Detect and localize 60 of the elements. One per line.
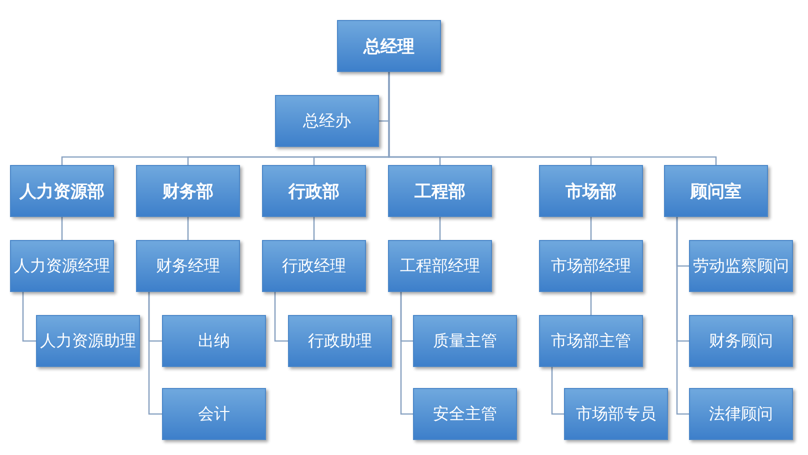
org-label: 总经理 (364, 36, 414, 58)
connector-line (400, 292, 413, 415)
org-box (689, 315, 793, 367)
connector-line (551, 367, 564, 415)
org-label: 出纳 (198, 330, 230, 352)
org-box (413, 315, 517, 367)
connector-line (590, 217, 592, 240)
org-label: 会计 (198, 404, 230, 424)
org-box (388, 240, 492, 292)
org-box (10, 240, 114, 292)
org-box (162, 315, 266, 367)
connector-line (313, 217, 315, 240)
org-label: 顾问室 (690, 180, 742, 202)
org-label: 法律顾问 (709, 404, 773, 424)
org-box (36, 315, 140, 367)
connector-line (676, 217, 689, 415)
org-label: 财务部 (162, 180, 214, 202)
org-box (539, 240, 643, 292)
org-box (262, 240, 366, 292)
org-label: 工程部经理 (400, 256, 480, 276)
org-box (10, 165, 114, 217)
connector-line (61, 217, 63, 240)
org-label: 行政经理 (282, 256, 346, 276)
connector-line (274, 292, 288, 342)
org-box (664, 165, 768, 217)
org-label: 市场部经理 (551, 256, 631, 276)
connector-line (187, 217, 189, 240)
org-label: 劳动监察顾问 (693, 256, 789, 276)
org-label: 财务经理 (156, 256, 220, 276)
org-label: 人力资源助理 (40, 330, 136, 352)
org-box (564, 388, 668, 440)
org-label: 人力资源经理 (14, 256, 110, 276)
connector-line (148, 292, 162, 415)
connector-line (590, 292, 592, 315)
org-box (136, 165, 240, 217)
org-label: 工程部 (414, 180, 466, 202)
org-box (413, 388, 517, 440)
org-label: 市场部专员 (576, 404, 656, 424)
org-label: 质量主管 (433, 330, 497, 352)
org-label: 行政助理 (308, 330, 372, 352)
org-box (136, 240, 240, 292)
org-box (689, 388, 793, 440)
org-label: 市场部主管 (551, 330, 631, 352)
org-label: 市场部 (566, 180, 616, 202)
org-box (337, 20, 441, 72)
org-box (275, 95, 379, 147)
org-box (539, 315, 643, 367)
org-box (539, 165, 643, 217)
org-box (162, 388, 266, 440)
org-label: 安全主管 (433, 404, 497, 424)
org-label: 人力资源部 (20, 180, 104, 202)
org-box (388, 165, 492, 217)
org-label: 财务顾问 (709, 330, 773, 352)
org-box (288, 315, 392, 367)
connector-line (439, 217, 441, 240)
org-box (262, 165, 366, 217)
org-label: 行政部 (288, 180, 340, 202)
org-box (689, 240, 793, 292)
org-label: 总经办 (303, 110, 351, 132)
connector-line (22, 292, 36, 342)
